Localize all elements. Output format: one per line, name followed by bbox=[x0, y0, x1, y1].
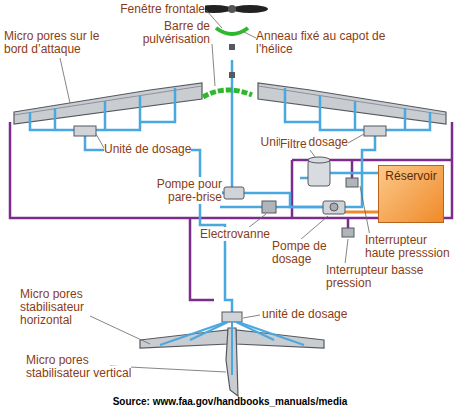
supply-line bbox=[345, 211, 380, 214]
label-block: Micro pores stabilisateur horizontal bbox=[20, 288, 132, 327]
callout-label: Unité de dosage bbox=[104, 142, 191, 156]
leader-line bbox=[60, 10, 370, 372]
leader-line bbox=[244, 32, 256, 38]
label-text: Anneau fixé au capot de l’hélice bbox=[256, 29, 385, 56]
label-text: Micro pores stabilisateur vertical bbox=[26, 353, 131, 380]
node-title: Réservoir bbox=[383, 169, 439, 183]
callout-label: Pompe pour pare-brise bbox=[157, 177, 222, 204]
callout-label: unité de dosage bbox=[262, 307, 347, 321]
filter bbox=[308, 160, 330, 186]
label-text: Barre de pulvérisation bbox=[143, 19, 210, 46]
callout-label: Pompe de dosage bbox=[272, 239, 327, 266]
label-block: Micro pores sur le bord d’attaque bbox=[4, 30, 116, 56]
spray-nozzle bbox=[229, 44, 235, 50]
fluid-line bbox=[231, 322, 233, 375]
propeller bbox=[232, 5, 268, 13]
fluid-line bbox=[404, 108, 407, 130]
leader-line bbox=[310, 150, 315, 157]
fluid-line bbox=[320, 96, 430, 130]
leader-line bbox=[248, 214, 266, 228]
label-block: Micro pores stabilisateur vertical bbox=[26, 354, 138, 380]
leader-line bbox=[345, 239, 348, 264]
label-text: Fenêtre frontale bbox=[120, 2, 205, 16]
fluid-line bbox=[54, 108, 57, 130]
fluid-line bbox=[190, 322, 228, 340]
slinger-ring bbox=[216, 28, 248, 34]
fluid-line bbox=[104, 101, 107, 130]
electric-wire bbox=[351, 160, 354, 178]
fluid-line bbox=[160, 322, 226, 345]
callout-label: Interrupteur basse pression bbox=[326, 263, 423, 290]
pump bbox=[224, 187, 345, 214]
dosage-unit bbox=[364, 126, 386, 136]
leader-line bbox=[243, 315, 260, 318]
solenoid-valve bbox=[262, 201, 276, 213]
callout-label: Filtre bbox=[280, 137, 307, 151]
reservoir-tank: Réservoir bbox=[378, 165, 444, 223]
callout-label: Electrovanne bbox=[200, 227, 270, 241]
wing bbox=[14, 83, 446, 124]
electric-wire bbox=[291, 160, 294, 218]
label-block: unité de dosage bbox=[262, 308, 362, 321]
leader-line bbox=[96, 134, 104, 148]
leader-line bbox=[212, 44, 215, 86]
fluid-line bbox=[238, 322, 304, 345]
slinger-ring bbox=[216, 28, 248, 34]
leader-line bbox=[300, 216, 328, 240]
label-block: Pompe de dosage bbox=[272, 240, 334, 266]
spray-nozzle bbox=[229, 44, 235, 78]
label-block: Pompe pour pare-brise bbox=[130, 178, 222, 204]
label-block: Interrupteur basse pression bbox=[326, 264, 426, 290]
fluid-line bbox=[140, 88, 175, 122]
dosage-unit bbox=[74, 126, 386, 322]
spray-nozzle bbox=[229, 72, 235, 78]
callout-label: Interrupteur haute presssion bbox=[365, 233, 450, 260]
pressure-switch bbox=[346, 178, 358, 187]
fluid-line bbox=[85, 132, 200, 218]
propeller bbox=[196, 5, 268, 13]
dosage-unit bbox=[222, 312, 242, 322]
fluid-line bbox=[236, 322, 274, 340]
pump bbox=[330, 203, 338, 211]
pressure-switch bbox=[342, 178, 358, 237]
label-block: Anneau fixé au capot de l’hélice bbox=[256, 30, 398, 56]
pump bbox=[224, 187, 244, 199]
spray-bar bbox=[203, 90, 252, 97]
pressure-switch bbox=[342, 228, 354, 237]
supply-line bbox=[345, 211, 380, 214]
label-block: Unité de dosage bbox=[104, 143, 204, 156]
fluid-line bbox=[345, 132, 375, 207]
label-block: Fenêtre frontale bbox=[95, 3, 205, 16]
fluid-line bbox=[244, 193, 325, 207]
label-block: Filtre bbox=[280, 138, 320, 151]
pump bbox=[323, 201, 345, 214]
fluid-line bbox=[285, 88, 320, 122]
fluid-line bbox=[231, 97, 234, 193]
fluid-line bbox=[354, 101, 357, 130]
leader-line bbox=[348, 134, 364, 143]
wing bbox=[258, 83, 446, 124]
wing bbox=[14, 83, 202, 124]
fluid-line bbox=[160, 322, 304, 375]
leader-line bbox=[60, 58, 70, 103]
fluid-line bbox=[30, 60, 430, 314]
dosage-unit bbox=[74, 126, 96, 136]
filter bbox=[308, 157, 330, 186]
source-caption: Source: www.faa.gov/handbooks_manuals/me… bbox=[0, 396, 460, 407]
filter bbox=[308, 157, 330, 163]
leader-line bbox=[360, 186, 370, 236]
horizontal-stabilizer bbox=[140, 330, 228, 348]
label-text: Micro pores stabilisateur horizontal bbox=[20, 287, 84, 327]
spray-bar bbox=[203, 90, 252, 97]
solenoid-valve bbox=[262, 201, 276, 213]
leader-line bbox=[90, 316, 150, 344]
label-block: Barre de pulvérisation bbox=[118, 20, 210, 46]
fluid-line bbox=[30, 96, 140, 130]
horizontal-stabilizer bbox=[236, 330, 324, 348]
label-text: Micro pores sur le bord d’attaque bbox=[4, 29, 99, 56]
label-block: Interrupteur haute presssion bbox=[365, 234, 457, 260]
propeller bbox=[228, 5, 236, 13]
